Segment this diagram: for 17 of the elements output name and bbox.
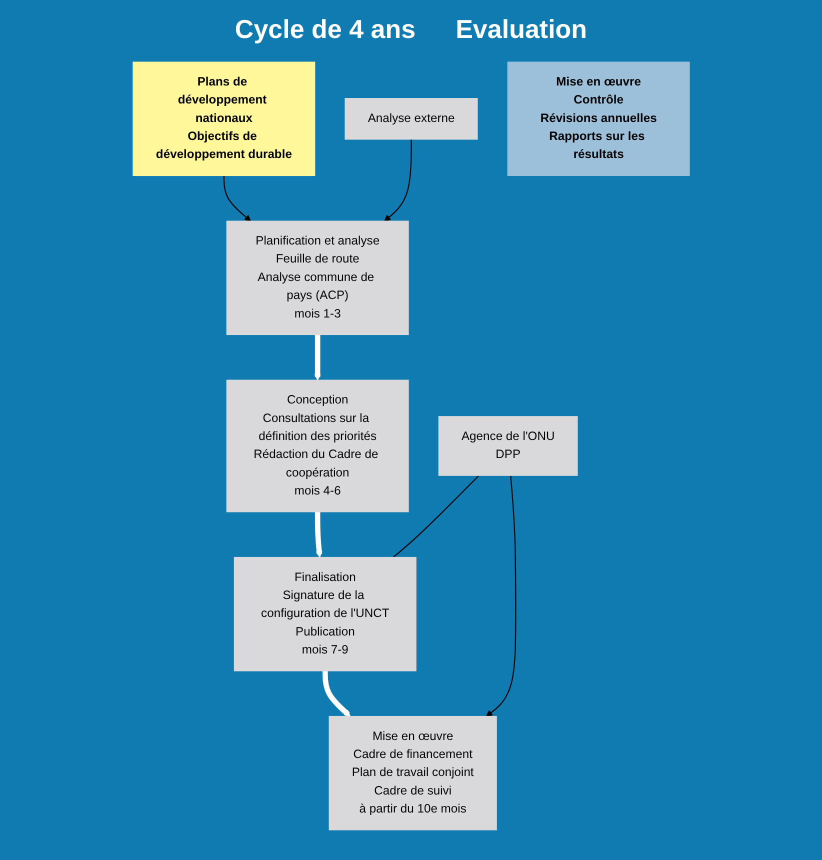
arrow [384, 139, 412, 222]
node-box: Finalisation Signature de la configuration de l'UNCT Publication mois 7-9 [234, 556, 416, 672]
cycle-label: Cycle de 4 ans [234, 14, 416, 45]
arrow [223, 176, 251, 222]
arrow [314, 334, 321, 380]
arrow [486, 475, 516, 717]
node-box: Mise en œuvre Cadre de financement Plan de travail conjoint Cadre de suivi à partir du 10e mois [328, 716, 497, 830]
arrow [322, 670, 350, 717]
node-box: Analyse externe [344, 98, 478, 140]
node-box: Plans de développement nationaux Objectifs de développement durable [132, 62, 315, 176]
node-box: Agence de l'ONU DPP [438, 416, 578, 476]
cycle-label: Evaluation [456, 14, 588, 45]
node-box: Mise en œuvre Contrôle Révisions annuelles Rapports sur les résultats [507, 62, 690, 176]
node-box: Planification et analyse Feuille de route Analyse commune de pays (ACP) mois 1-3 [226, 220, 409, 336]
arrow [314, 512, 322, 558]
node-box: Conception Consultations sur la définition des priorités Rédaction du Cadre de coopération mois 4-6 [226, 380, 409, 512]
connector [392, 475, 479, 558]
